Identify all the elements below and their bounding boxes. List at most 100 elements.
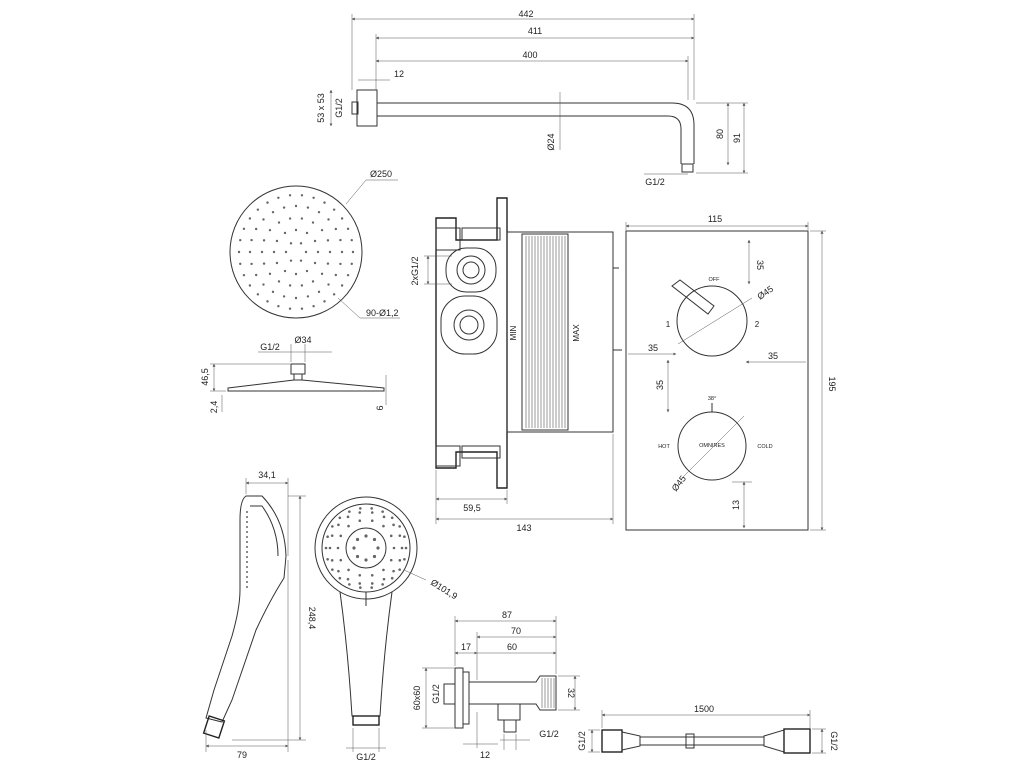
- nozzle-dot: [330, 559, 334, 562]
- nozzle-dot: [404, 546, 408, 550]
- nozzle-dot: [275, 239, 279, 243]
- nozzle-dot: [346, 577, 350, 581]
- hand-side-thread: [202, 715, 226, 739]
- plate-label-1: 1: [666, 320, 671, 329]
- nozzle-dot: [317, 210, 321, 214]
- arm-dim-53x53: 53 x 53: [316, 93, 326, 123]
- box-cartridge-hatching: [525, 236, 566, 428]
- nozzle-dot: [282, 295, 286, 298]
- nozzle-dot: [277, 280, 281, 283]
- nozzle-dot: [358, 582, 362, 585]
- nozzle-dot: [266, 201, 269, 204]
- head-side-profile: [227, 379, 385, 392]
- nozzle-dot: [254, 227, 258, 231]
- nozzle-dot: [256, 208, 260, 211]
- nozzle-dot: [268, 228, 272, 232]
- nozzle-dot: [370, 519, 374, 523]
- head-outline: [229, 185, 363, 319]
- nozzle-dot: [359, 586, 362, 589]
- arm-wall-flange: [356, 89, 378, 127]
- arm-pipe-bottom: [377, 115, 682, 164]
- nozzle-dot: [271, 290, 275, 294]
- nozzle-dot: [246, 526, 248, 528]
- nozzle-dot: [248, 284, 252, 287]
- hand-side-body: [205, 495, 287, 723]
- nozzle-dot: [277, 305, 280, 308]
- box-port-lower: [440, 295, 498, 355]
- nozzle-dot: [277, 196, 280, 199]
- head-dim-dia34: Ø34: [294, 335, 311, 345]
- hand-shower-side-view: 34,1 248,4 79: [202, 470, 317, 760]
- nozzle-dot: [284, 250, 288, 254]
- box-label-max: MAX: [572, 324, 581, 342]
- nozzle-dot: [381, 583, 384, 586]
- plate-diverter-knob: [676, 285, 748, 357]
- arm-dim-dia24: Ø24: [546, 133, 556, 150]
- nozzle-dot: [300, 194, 304, 197]
- box-label-min: MIN: [509, 325, 518, 340]
- nozzle-dot: [313, 261, 317, 265]
- nozzle-dot: [336, 546, 340, 550]
- nozzle-dot: [239, 262, 242, 266]
- nozzle-dot: [337, 523, 340, 527]
- nozzle-dot: [294, 204, 298, 208]
- nozzle-dot: [334, 227, 338, 231]
- plate-label-38: 38°: [708, 396, 716, 402]
- hose-nut-right: [783, 728, 811, 754]
- nozzle-dot: [403, 535, 406, 539]
- nozzle-dot: [306, 295, 310, 298]
- nozzle-dot: [370, 573, 374, 577]
- nozzle-dot: [246, 586, 248, 588]
- nozzle-dot: [256, 293, 260, 296]
- wall-outlet-holder-view: 87 70 17 60 60x60 G1/2 32 12 G1/2: [412, 610, 580, 760]
- nozzle-dot: [304, 250, 308, 254]
- box-body: [506, 231, 614, 433]
- plate-label-2: 2: [755, 320, 760, 329]
- outlet-dim-g12-bottom: G1/2: [539, 729, 559, 739]
- nozzle-dot: [326, 239, 330, 242]
- nozzle-dot: [283, 231, 287, 235]
- nozzle-dot: [300, 307, 304, 310]
- hand-front-dim-dia101-9: Ø101,9: [429, 577, 459, 601]
- nozzle-dot: [266, 300, 269, 303]
- nozzle-dot: [358, 511, 362, 514]
- plate-dim-35-left: 35: [648, 343, 658, 353]
- nozzle-dot: [317, 290, 321, 294]
- nozzle-dot: [382, 524, 385, 528]
- nozzle-dot: [246, 566, 248, 568]
- nozzle-dot: [289, 259, 293, 262]
- nozzle-dot: [352, 546, 356, 550]
- nozzle-dot: [246, 556, 248, 558]
- head-dim-dia250: Ø250: [370, 169, 392, 179]
- nozzle-dot: [338, 516, 342, 520]
- nozzle-dot: [316, 250, 320, 254]
- nozzle-dot: [348, 583, 351, 586]
- head-side-connector: [290, 363, 306, 375]
- cover-plate-view: OFF 1 2 38° OMNIRES HOT COLD 115 35 Ø45 …: [625, 214, 837, 531]
- nozzle-dot: [351, 250, 355, 254]
- nozzle-dot: [299, 259, 303, 262]
- box-dim-143: 143: [516, 523, 531, 533]
- nozzle-dot: [311, 280, 315, 283]
- nozzle-dot: [294, 296, 298, 300]
- nozzle-dot: [313, 239, 317, 243]
- nozzle-dot: [355, 554, 360, 559]
- nozzle-dot: [248, 217, 252, 220]
- nozzle-dot: [326, 535, 329, 539]
- hose-dim-g12-left: G1/2: [577, 731, 587, 751]
- hose-dim-g12-right: G1/2: [829, 731, 839, 751]
- nozzle-dot: [392, 523, 395, 527]
- nozzle-dot: [306, 206, 310, 209]
- arm-dim-g12-outlet: G1/2: [645, 177, 665, 187]
- nozzle-dot: [370, 582, 374, 585]
- nozzle-dot: [392, 546, 396, 550]
- hand-front-dim-g12: G1/2: [356, 752, 376, 762]
- nozzle-dot: [403, 557, 406, 561]
- nozzle-dot: [370, 507, 373, 510]
- head-dim-nozzles: 90-Ø1,2: [366, 308, 399, 318]
- box-port-upper: [445, 247, 497, 293]
- nozzle-dot: [347, 568, 350, 572]
- nozzle-dot: [339, 558, 343, 562]
- plate-label-off: OFF: [709, 277, 721, 283]
- outlet-dim-g12-left: G1/2: [431, 684, 441, 704]
